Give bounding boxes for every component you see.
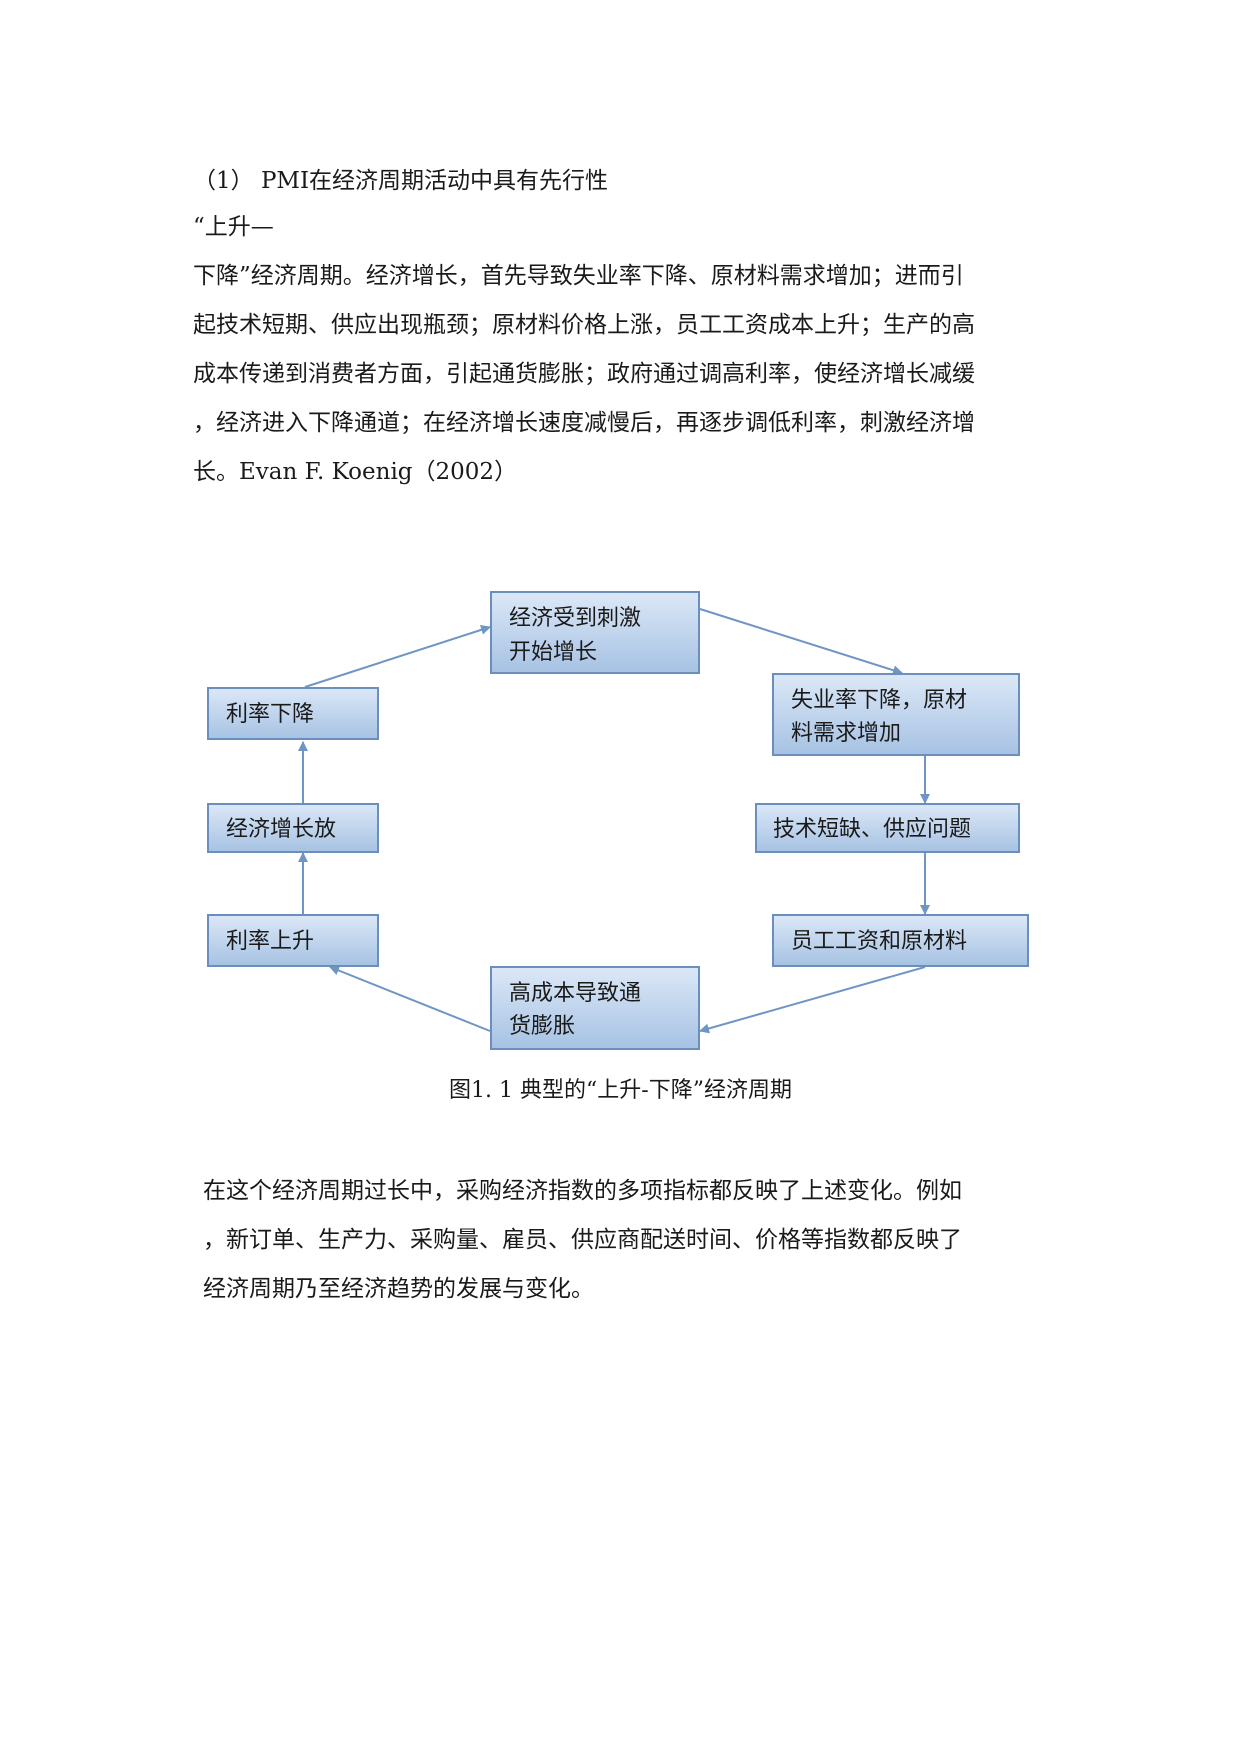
box-tech-shortage: 技术短缺、供应问题 bbox=[755, 803, 1020, 853]
paragraph-line: 长。Evan F. Koenig（2002） bbox=[193, 459, 518, 485]
paragraph-line: 在这个经济周期过长中，采购经济指数的多项指标都反映了上述变化。例如 bbox=[203, 1178, 962, 1204]
box-text: 经济受到刺激 bbox=[509, 606, 641, 631]
box-growth-slow: 经济增长放 bbox=[207, 803, 379, 853]
box-text: 开始增长 bbox=[509, 640, 597, 665]
box-rate-fall: 利率下降 bbox=[207, 687, 379, 740]
arrow-top-to-right1 bbox=[699, 608, 903, 676]
box-text: 员工工资和原材料 bbox=[791, 929, 967, 954]
box-text: 失业率下降，原材 bbox=[791, 688, 967, 713]
paragraph-line: 起技术短期、供应出现瓶颈；原材料价格上涨，员工工资成本上升；生产的高 bbox=[193, 312, 975, 338]
paragraph-line: “上升— bbox=[193, 214, 274, 240]
paragraph-line: 下降”经济周期。经济增长，首先导致失业率下降、原材料需求增加；进而引 bbox=[193, 263, 964, 289]
arrow-right3-to-bottom bbox=[699, 966, 926, 1034]
arrow-left1-to-top bbox=[304, 625, 491, 688]
box-unemployment-demand: 失业率下降，原材 料需求增加 bbox=[772, 673, 1020, 756]
box-text: 利率上升 bbox=[226, 929, 314, 954]
box-text: 利率下降 bbox=[226, 702, 314, 727]
closing-paragraph: 在这个经济周期过长中，采购经济指数的多项指标都反映了上述变化。例如 ，新订单、生… bbox=[203, 1167, 1053, 1314]
section-heading: （1） PMI在经济周期活动中具有先行性 bbox=[193, 168, 609, 194]
box-stimulus-growth: 经济受到刺激 开始增长 bbox=[490, 591, 700, 674]
paragraph-line: 成本传递到消费者方面，引起通货膨胀；政府通过调高利率，使经济增长减缓 bbox=[193, 361, 975, 387]
paragraph-line: ，经济进入下降通道；在经济增长速度减慢后，再逐步调低利率，刺激经济增 bbox=[193, 410, 975, 436]
paragraph-line: 经济周期乃至经济趋势的发展与变化。 bbox=[203, 1276, 594, 1302]
box-text: 经济增长放 bbox=[226, 817, 336, 842]
box-text: 料需求增加 bbox=[791, 721, 901, 746]
box-inflation: 高成本导致通 货膨胀 bbox=[490, 966, 700, 1050]
box-text: 货膨胀 bbox=[509, 1014, 575, 1039]
box-wages-materials: 员工工资和原材料 bbox=[772, 914, 1029, 967]
box-text: 高成本导致通 bbox=[509, 981, 641, 1006]
intro-paragraph: “上升— 下降”经济周期。经济增长，首先导致失业率下降、原材料需求增加；进而引 … bbox=[193, 203, 1053, 497]
box-rate-rise: 利率上升 bbox=[207, 914, 379, 967]
paragraph-line: ，新订单、生产力、采购量、雇员、供应商配送时间、价格等指数都反映了 bbox=[203, 1227, 962, 1253]
figure-caption: 图1. 1 典型的“上升-下降”经济周期 bbox=[449, 1078, 792, 1103]
box-text: 技术短缺、供应问题 bbox=[773, 817, 971, 842]
arrow-bottom-to-left3 bbox=[329, 965, 491, 1032]
